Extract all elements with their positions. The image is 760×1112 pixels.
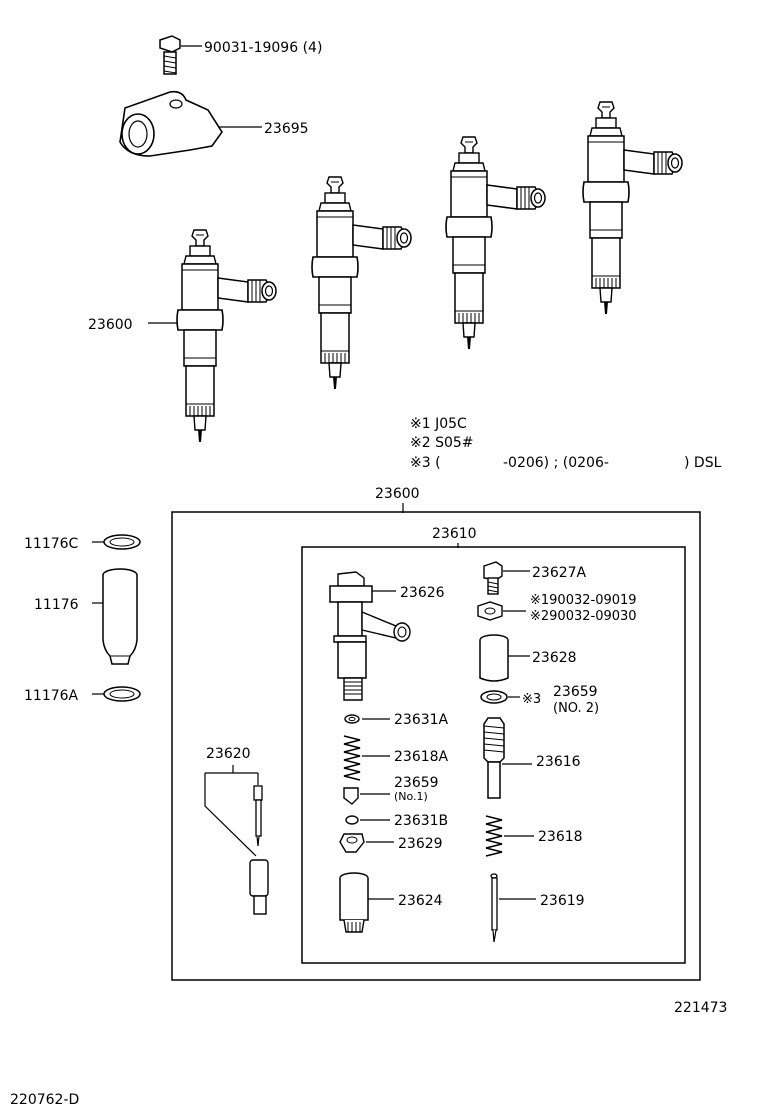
drawing-number: 220762-D <box>10 1092 79 1108</box>
label-bolt-a: 23627A <box>532 565 587 581</box>
injector-4 <box>582 101 683 315</box>
label-washer-b: 23631B <box>394 813 448 829</box>
sub-assy-frame <box>301 546 686 964</box>
injector-2 <box>311 176 412 390</box>
label-body: 23626 <box>400 585 445 601</box>
gasket-11176a <box>92 686 141 702</box>
label-spring: 23618 <box>538 829 583 845</box>
label-shim-no2: (NO. 2) <box>553 701 599 716</box>
label-assy: 23600 <box>375 486 420 502</box>
nozzle-body-23626 <box>329 571 411 701</box>
washer-23631b <box>345 815 390 825</box>
label-retainer: 23628 <box>532 650 577 666</box>
washer-23631a <box>344 714 390 724</box>
nut-90032 <box>477 601 526 621</box>
push-rod-23619 <box>490 873 536 943</box>
note-1: ※1 J05C <box>410 416 467 432</box>
label-shim-small: 23659 <box>394 775 439 791</box>
injector-1 <box>176 229 277 443</box>
label-sleeve: 11176 <box>34 597 79 613</box>
label-gasket-a: 11176A <box>24 688 79 704</box>
rod-23616 <box>483 717 532 799</box>
label-push-rod: 23619 <box>540 893 585 909</box>
label-nozzle-nut: 23624 <box>398 893 443 909</box>
label-shim-mark: ※3 <box>522 692 541 707</box>
label-nozzle-kit: 23620 <box>206 746 251 762</box>
label-sub-assy: 23610 <box>432 526 477 542</box>
nozzle-nut-23624 <box>339 872 394 933</box>
nozzle-kit <box>204 765 269 915</box>
note-2: ※2 S05# <box>410 435 474 451</box>
assy-frame <box>171 511 701 981</box>
shim-23659-no2 <box>480 690 520 704</box>
label-gasket-c: 11176C <box>24 536 79 552</box>
note-3-a: ※3 ( <box>410 455 441 471</box>
injector-3 <box>445 136 546 350</box>
label-rod: 23616 <box>536 754 581 770</box>
gasket-11176c <box>92 534 141 550</box>
label-injector-top: 23600 <box>88 317 133 333</box>
figure-number: 221473 <box>674 1000 727 1016</box>
label-washer-a: 23631A <box>394 712 449 728</box>
label-shim-no1: (No.1) <box>394 790 428 803</box>
spring-23618a <box>343 735 390 781</box>
bolt-90031 <box>159 35 202 75</box>
note-3-c: ) DSL <box>684 455 722 471</box>
retainer-23628 <box>479 634 530 682</box>
seat-23629 <box>339 833 394 853</box>
label-seat: 23629 <box>398 836 443 852</box>
note-3-b: -0206) ; (0206- <box>503 455 609 471</box>
sleeve-11176 <box>92 568 138 665</box>
spring-23618 <box>485 815 534 857</box>
label-nut-1: ※190032-09019 <box>530 593 637 608</box>
injector-clamp <box>119 90 262 157</box>
bolt-23627a <box>483 561 530 595</box>
label-spring-a: 23618A <box>394 749 449 765</box>
label-shim: 23659 <box>553 684 598 700</box>
shim-23659-no1 <box>343 787 390 805</box>
label-nut-2: ※290032-09030 <box>530 609 637 624</box>
label-bolt-90031: 90031-19096 (4) <box>204 40 322 56</box>
label-clamp: 23695 <box>264 121 309 137</box>
